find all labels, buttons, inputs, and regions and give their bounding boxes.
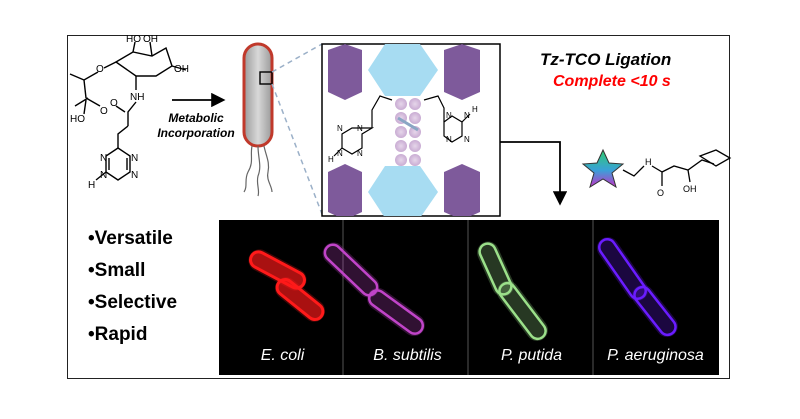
membrane-zoom-panel: N N N N H N N N N H — [321, 43, 501, 217]
zoom-atom-h1: H — [328, 155, 334, 164]
zoom-atom-n6: N — [464, 111, 470, 120]
arrow-label-line2: Incorporation — [157, 126, 234, 140]
atom-label-o-acid: O — [100, 106, 108, 117]
atom-label-o-amide: O — [110, 98, 118, 109]
atom-label-h: H — [88, 180, 95, 191]
tco-star-probe: H O OH — [581, 148, 732, 198]
cell-glow-bsubtilis-1 — [322, 242, 380, 298]
bacterium-cell — [242, 42, 274, 197]
feature-rapid: •Rapid — [88, 324, 148, 345]
zoom-atom-n7: N — [446, 135, 452, 144]
cell-paeruginosa-1 — [598, 238, 647, 300]
probe-atom-o: O — [657, 188, 664, 198]
zoom-box — [259, 71, 273, 85]
cell-paeruginosa-2 — [633, 285, 677, 337]
atom-label-n2: N — [131, 153, 138, 164]
cell-pputida-2 — [498, 281, 547, 341]
panel-label-paeruginosa: P. aeruginosa — [607, 347, 704, 364]
feature-selective: •Selective — [88, 292, 178, 313]
atom-label-oh-top: OH — [143, 34, 158, 45]
atom-label-n3: N — [100, 170, 107, 181]
molecule-atom-labels: HO OH OH O NH HO O O N N N N H — [70, 34, 189, 191]
feature-small: •Small — [88, 260, 146, 281]
panel-label-pputida: P. putida — [500, 347, 563, 364]
cell-glow-bsubtilis-2 — [367, 287, 425, 337]
atom-label-nh: NH — [130, 92, 144, 103]
probe-atom-nh: H — [645, 157, 652, 167]
zoom-atom-n4: N — [337, 149, 343, 158]
zoom-atom-n5: N — [446, 111, 452, 120]
atom-label-n4: N — [131, 170, 138, 181]
panel-label-ecoli: E. coli — [260, 347, 305, 364]
zoom-atom-n3: N — [357, 149, 363, 158]
zoom-atom-h2: H — [472, 105, 478, 114]
zoom-atom-n1: N — [357, 124, 363, 133]
cell-bsubtilis-2 — [367, 289, 425, 335]
zoom-line-top — [271, 43, 323, 73]
tetrazine-sugar-molecule — [69, 41, 187, 181]
figure-title: Tz-TCO Ligation — [540, 50, 672, 69]
cell-bsubtilis-1 — [323, 243, 379, 297]
atom-label-n1: N — [100, 153, 107, 164]
zoom-atom-n8: N — [464, 135, 470, 144]
panel-label-bsubtilis: B. subtilis — [373, 347, 442, 364]
cell-pputida-1 — [478, 242, 513, 296]
figure-subtitle: Complete <10 s — [553, 73, 671, 90]
cell-ecoli-2 — [275, 278, 325, 321]
cell-glow-paeruginosa-1 — [596, 237, 649, 301]
cell-ecoli-1 — [249, 250, 306, 290]
atom-label-o: O — [96, 64, 104, 75]
atom-label-ho: HO — [126, 34, 141, 45]
cell-glow-pputida-2 — [497, 280, 548, 342]
cell-glow-paeruginosa-2 — [632, 284, 678, 338]
atom-label-ho-acid: HO — [70, 114, 85, 125]
arrow-label-line1: Metabolic — [168, 111, 224, 125]
zoom-line-bottom — [271, 83, 323, 215]
reaction-arrow — [500, 141, 568, 206]
atom-label-oh-right: OH — [174, 64, 189, 75]
feature-versatile: •Versatile — [88, 228, 173, 249]
microscopy-cells — [248, 237, 678, 342]
probe-atom-oh: OH — [683, 184, 697, 194]
zoom-atom-n2: N — [337, 124, 343, 133]
